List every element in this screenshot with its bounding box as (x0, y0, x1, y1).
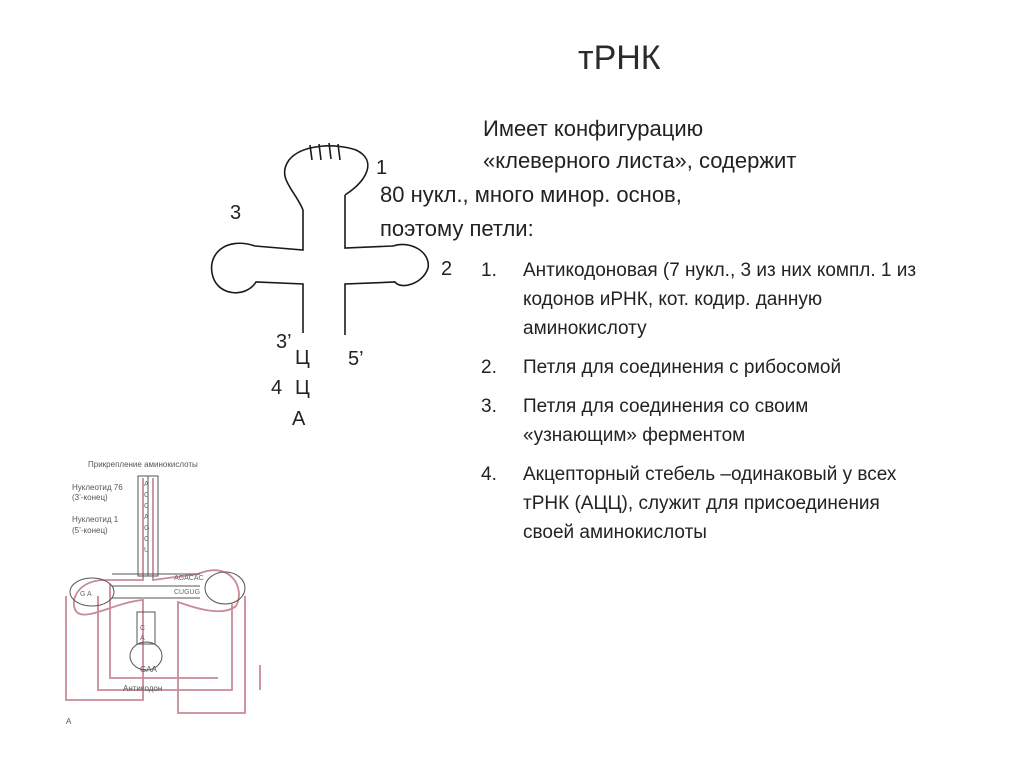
loop-label-3: 3 (230, 202, 241, 224)
list-item-text: своей аминокислоты (523, 522, 707, 543)
list-item-number: 2. (481, 357, 497, 378)
intro-line-1: Имеет конфигурацию (483, 116, 704, 141)
svg-text:C: C (144, 536, 149, 543)
end-3prime-small-label: (3’-конец) (72, 493, 108, 502)
end-label-3prime: 3’ (276, 331, 292, 353)
svg-text:A: A (140, 635, 145, 642)
acceptor-base-1: Ц (295, 347, 310, 369)
svg-text:C: C (144, 492, 149, 499)
list-item: 4. Акцепторный стебель –одинаковый у все… (481, 460, 1001, 547)
end-label-5prime: 5’ (348, 348, 364, 370)
svg-text:U: U (144, 547, 149, 554)
list-item-text: тРНК (АЦЦ), служит для присоединения (523, 493, 880, 514)
intro-line-2: «клеверного листа», содержит (483, 148, 797, 173)
list-item-text: кодонов иРНК, кот. кодир. данную (523, 289, 823, 310)
list-item-text: Антикодоновая (7 нукл., 3 из них компл. … (523, 260, 917, 281)
detailed-trna: Прикрепление аминокислоты Нуклеотид 76 (… (65, 460, 261, 726)
t-loop (204, 571, 246, 605)
anticodon-label: Антикодон (123, 684, 162, 693)
d-loop (69, 577, 115, 607)
acceptor-base-3: А (292, 408, 306, 430)
list-item-number: 4. (481, 464, 497, 485)
list-item: 2. Петля для соединения с рибосомой (481, 353, 1001, 382)
list-item-text: «узнающим» ферментом (523, 425, 746, 446)
list-item-number: 3. (481, 396, 497, 417)
anticodon-loop (129, 641, 163, 671)
figure-corner-mark: A (66, 717, 72, 726)
anticodon-bases: GAA (140, 665, 158, 674)
loop-label-1: 1 (376, 157, 387, 179)
list-item-text: Петля для соединения с рибосомой (523, 357, 842, 378)
schematic-outline-left (210, 145, 369, 333)
svg-text:A: A (144, 514, 149, 521)
svg-text:C: C (144, 503, 149, 510)
svg-text:CUGUG: CUGUG (174, 589, 200, 596)
stem-label-4: 4 (271, 377, 282, 399)
loop-label-2: 2 (441, 258, 452, 280)
intro-line-4: поэтому петли: (380, 216, 534, 241)
schematic-tick-marks (309, 142, 341, 161)
list-item-number: 1. (481, 260, 497, 281)
svg-text:AGACAC: AGACAC (174, 575, 204, 582)
nucleotide-1-label: Нуклеотид 1 (72, 515, 119, 524)
attachment-header: Прикрепление аминокислоты (88, 460, 198, 469)
intro-line-3: 80 нукл., много минор. основ, (380, 182, 682, 207)
nucleotide-76-label: Нуклеотид 76 (72, 483, 123, 492)
svg-text:A: A (144, 481, 149, 488)
base-letters: A C C A G C U AGACAC CUGUG G A C A (80, 481, 204, 642)
end-5prime-small-label: (5’-конец) (72, 526, 108, 535)
loops (69, 571, 246, 671)
loops-list: 1. Антикодоновая (7 нукл., 3 из них комп… (481, 256, 1001, 557)
list-item-text: Петля для соединения со своим (523, 396, 809, 417)
page-title: тРНК (578, 39, 661, 77)
svg-text:C: C (140, 625, 145, 632)
list-item-text: Акцепторный стебель –одинаковый у всех (523, 464, 897, 485)
list-item: 1. Антикодоновая (7 нукл., 3 из них комп… (481, 256, 1001, 343)
svg-text:G: G (144, 525, 149, 532)
pink-backbone (65, 478, 261, 714)
acceptor-stem (137, 475, 159, 577)
acceptor-base-2: Ц (295, 377, 310, 399)
list-item: 3. Петля для соединения со своим «узнающ… (481, 392, 1001, 450)
list-item-text: аминокислоту (523, 318, 647, 339)
svg-text:G A: G A (80, 591, 92, 598)
